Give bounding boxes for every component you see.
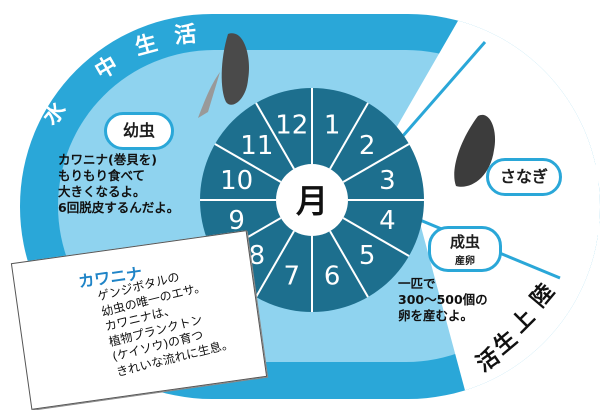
pupa-label: さなぎ [486, 158, 562, 196]
wheel-hub [276, 164, 348, 236]
center-label: 月 [296, 182, 328, 220]
stage-divider [393, 41, 487, 146]
larva-icon [198, 33, 250, 118]
adult-label: 成虫 産卵 [428, 226, 502, 272]
month-label: 2 [359, 131, 376, 161]
month-label: 6 [324, 261, 341, 291]
text-line: 大きくなるよ。 [58, 184, 146, 199]
adult-title: 成虫 [449, 233, 480, 251]
adult-description: 一匹で 300〜500個の 卵を産むよ。 [398, 276, 488, 324]
month-label: 5 [359, 241, 376, 271]
wheel-divider [214, 143, 282, 183]
text-line: もりもり食べて [58, 168, 146, 183]
month-label: 9 [228, 206, 245, 236]
wheel-divider [255, 230, 295, 298]
wheel-divider [342, 217, 410, 257]
kawanina-note: カワニナ ゲンジボタルの 幼虫の唯一のエサ。 カワニナは、 植物プランクトン (… [10, 230, 272, 410]
month-label: 11 [240, 131, 273, 161]
month-label: 12 [275, 111, 308, 141]
ring-label-char: 活 [173, 22, 197, 49]
larva-description: カワニナ(巻貝を) もりもり食べて 大きくなるよ。 6回脱皮するんだよ。 [58, 152, 179, 216]
text-line: 一匹で [398, 276, 436, 291]
text-line: 卵を産むよ。 [398, 308, 474, 323]
ring-label-char: 活 [586, 215, 610, 237]
month-label: 10 [220, 166, 253, 196]
text-line: 300〜500個の [398, 292, 488, 307]
wheel-divider [329, 102, 369, 170]
wheel-divider [255, 102, 295, 170]
month-label: 4 [379, 206, 396, 236]
pupa-icon [454, 114, 496, 187]
month-label: 3 [379, 166, 396, 196]
month-label: 8 [249, 241, 266, 271]
soil-zone [395, 14, 600, 399]
text-line: 6回脱皮するんだよ。 [58, 200, 180, 215]
adult-sub: 産卵 [455, 256, 475, 267]
wheel-divider [329, 230, 369, 298]
larva-label: 幼虫 [104, 112, 174, 150]
text-line: カワニナ(巻貝を) [58, 152, 157, 167]
wheel-divider [342, 143, 410, 183]
month-label: 7 [284, 261, 301, 291]
month-label: 1 [324, 111, 341, 141]
